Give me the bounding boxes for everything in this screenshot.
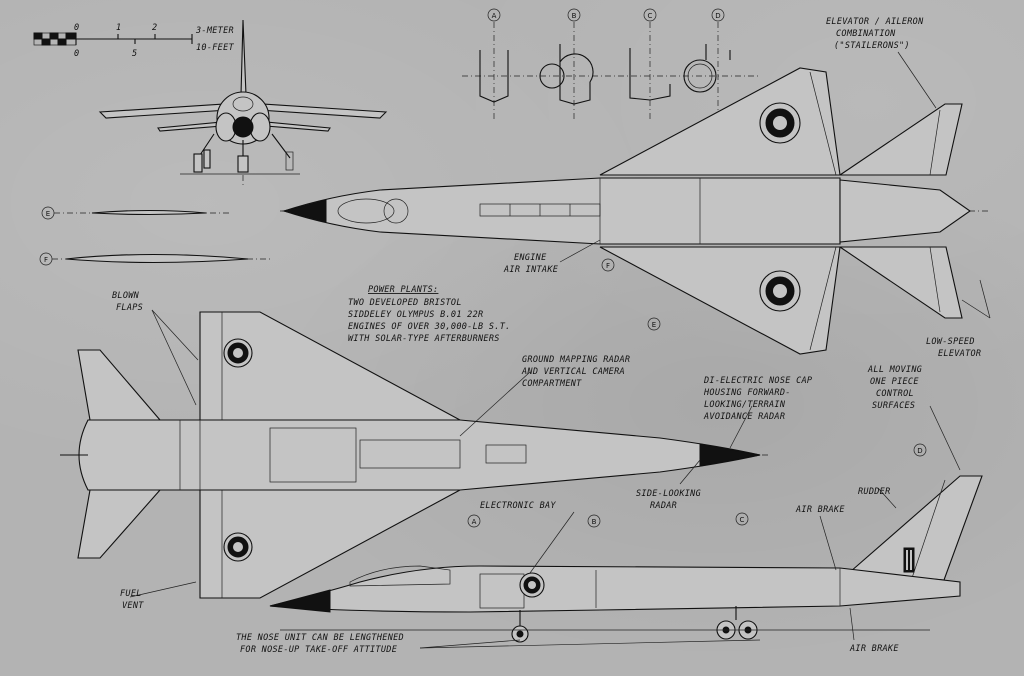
section-profiles bbox=[462, 22, 760, 120]
feet-label: 10-FEET bbox=[196, 43, 235, 53]
air-brake-top-label: AIR BRAKE bbox=[795, 505, 845, 515]
section-a-side: A bbox=[472, 518, 477, 526]
scale-bar: 0 1 2 0 5 3-METER 10-FEET bbox=[33, 23, 235, 59]
feet-tick-5: 5 bbox=[132, 49, 137, 59]
side-radar-label-1: SIDE-LOOKING bbox=[636, 489, 701, 499]
all-moving-label-2: ONE PIECE bbox=[870, 377, 919, 387]
leader-lines bbox=[129, 51, 991, 649]
nose-cap-label-1: DI-ELECTRIC NOSE CAP bbox=[703, 376, 812, 386]
ground-radar-label-1: GROUND MAPPING RADAR bbox=[522, 355, 630, 365]
section-c-top: C bbox=[648, 12, 653, 20]
nose-cap-label-4: AVOIDANCE RADAR bbox=[703, 412, 785, 422]
power-plants-line-3: ENGINES OF OVER 30,000-LB S.T. bbox=[348, 322, 511, 332]
annotations: ELEVATOR / AILERON COMBINATION ("STAILER… bbox=[112, 17, 981, 655]
ground-radar-label-3: COMPARTMENT bbox=[522, 379, 582, 389]
blown-flaps-label-1: BLOWN bbox=[112, 291, 140, 301]
meter-tick-0: 0 bbox=[74, 23, 79, 33]
meter-tick-1: 1 bbox=[116, 23, 121, 33]
blown-flaps-label-2: FLAPS bbox=[116, 303, 143, 313]
section-e-left: E bbox=[46, 210, 50, 218]
section-d-top: D bbox=[715, 12, 720, 20]
power-plants-line-4: WITH SOLAR-TYPE AFTERBURNERS bbox=[348, 334, 500, 344]
all-moving-label-1: ALL MOVING bbox=[867, 365, 922, 375]
section-d-side: D bbox=[917, 447, 922, 455]
low-speed-elevator-label-2: ELEVATOR bbox=[938, 349, 981, 359]
front-view bbox=[98, 19, 388, 186]
nose-cap-label-3: LOOKING/TERRAIN bbox=[704, 400, 786, 410]
power-plants-line-1: TWO DEVELOPED BRISTOL bbox=[348, 298, 462, 308]
plan-view-lower bbox=[60, 311, 770, 599]
engine-intake-label-1: ENGINE bbox=[514, 253, 547, 263]
elevator-aileron-label-2: COMBINATION bbox=[836, 29, 896, 39]
nose-unit-label-1: THE NOSE UNIT CAN BE LENGTHENED bbox=[236, 633, 404, 643]
all-moving-label-3: CONTROL bbox=[876, 389, 914, 399]
air-brake-bottom-label: AIR BRAKE bbox=[849, 644, 899, 654]
fuel-vent-label-1: FUEL bbox=[120, 589, 142, 599]
engine-intake-label-2: AIR INTAKE bbox=[503, 265, 559, 275]
section-b-side: B bbox=[592, 518, 597, 526]
meter-label: 3-METER bbox=[195, 26, 234, 36]
nose-cap-label-2: HOUSING FORWARD- bbox=[703, 388, 791, 398]
low-speed-elevator-label-1: LOW-SPEED bbox=[926, 337, 975, 347]
section-markers: A B C D E F F E A B C D bbox=[39, 8, 927, 528]
section-e-plan: E bbox=[652, 321, 656, 329]
nose-unit-label-2: FOR NOSE-UP TAKE-OFF ATTITUDE bbox=[240, 645, 398, 655]
power-plants-line-2: SIDDELEY OLYMPUS B.01 22R bbox=[348, 310, 483, 320]
section-c-side: C bbox=[740, 516, 745, 524]
all-moving-label-4: SURFACES bbox=[872, 401, 915, 411]
section-f-plan: F bbox=[606, 262, 610, 270]
electronic-bay-label: ELECTRONIC BAY bbox=[480, 501, 556, 511]
rudder-label: RUDDER bbox=[858, 487, 891, 497]
ground-radar-label-2: AND VERTICAL CAMERA bbox=[521, 367, 625, 377]
elevator-aileron-label-3: ("STAILERONS") bbox=[834, 41, 910, 51]
section-f-left: F bbox=[44, 256, 48, 264]
plan-view-upper bbox=[280, 67, 990, 355]
feet-tick-0: 0 bbox=[74, 49, 79, 59]
meter-tick-2: 2 bbox=[152, 23, 157, 33]
section-b-top: B bbox=[572, 12, 577, 20]
section-a-top: A bbox=[492, 12, 497, 20]
power-plants-title: POWER PLANTS: bbox=[368, 285, 438, 295]
side-view bbox=[269, 475, 983, 649]
side-radar-label-2: RADAR bbox=[650, 501, 677, 511]
fuel-vent-label-2: VENT bbox=[122, 601, 144, 611]
aerofoil-sections bbox=[52, 209, 270, 264]
elevator-aileron-label-1: ELEVATOR / AILERON bbox=[826, 17, 924, 27]
